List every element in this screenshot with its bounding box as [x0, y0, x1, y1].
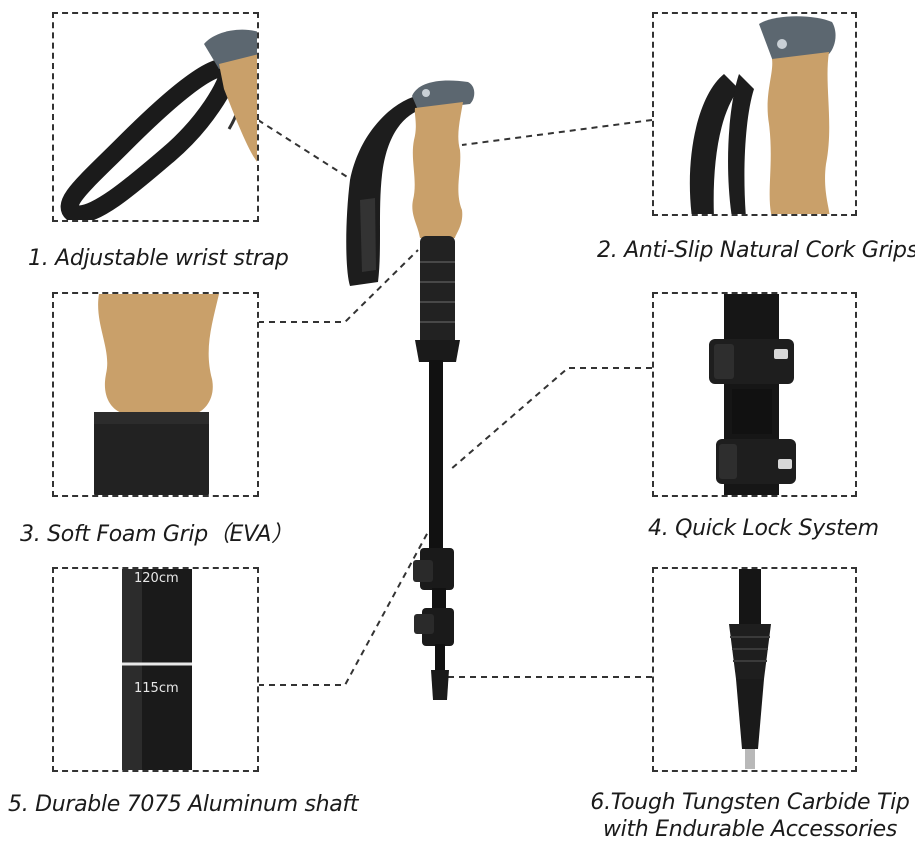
caption-wrist-strap: 1. Adjustable wrist strap	[28, 246, 289, 271]
foam-grip	[420, 236, 455, 346]
tungsten-tip-detail	[729, 569, 771, 769]
pole-tip	[431, 670, 449, 700]
caption-tungsten-tip-line1: 6.Tough Tungsten Carbide Tip	[590, 790, 910, 815]
foam-grip-detail	[94, 294, 219, 495]
connector-foam	[258, 249, 419, 323]
caption-cork-grips: 2. Anti-Slip Natural Cork Grips	[597, 238, 915, 263]
caption-foam-grip: 3. Soft Foam Grip（EVA）	[20, 522, 293, 547]
connector-strap	[257, 119, 353, 181]
caption-quick-lock: 4. Quick Lock System	[648, 516, 879, 541]
panel-cork-grips	[652, 12, 857, 216]
strap-buckle	[360, 198, 376, 272]
panel-wrist-strap	[52, 12, 259, 222]
caption-aluminum-shaft: 5. Durable 7075 Aluminum shaft	[8, 792, 359, 817]
connector-lock	[449, 367, 652, 471]
panel-tungsten-tip	[652, 567, 857, 772]
shaft-mark-bottom: 115cm	[134, 681, 179, 696]
cork-grip	[412, 102, 463, 238]
caption-tungsten-tip-line2: with Endurable Accessories	[602, 817, 898, 842]
cork-grip-detail	[689, 16, 836, 214]
shaft-mark-top: 120cm	[134, 571, 179, 586]
panel-aluminum-shaft: 120cm 115cm	[52, 567, 259, 772]
connector-cork	[461, 119, 653, 146]
wrist-strap-detail	[60, 29, 257, 220]
upper-shaft	[429, 360, 443, 550]
quick-lock-detail	[709, 294, 796, 495]
panel-foam-grip	[52, 292, 259, 497]
lower-shaft	[435, 644, 445, 672]
aluminum-shaft-detail	[122, 569, 192, 770]
pole-strap	[346, 95, 425, 286]
connector-shaft	[258, 531, 429, 686]
caption-tungsten-tip: 6.Tough Tungsten Carbide Tip with Endura…	[585, 790, 915, 842]
panel-quick-lock	[652, 292, 857, 497]
